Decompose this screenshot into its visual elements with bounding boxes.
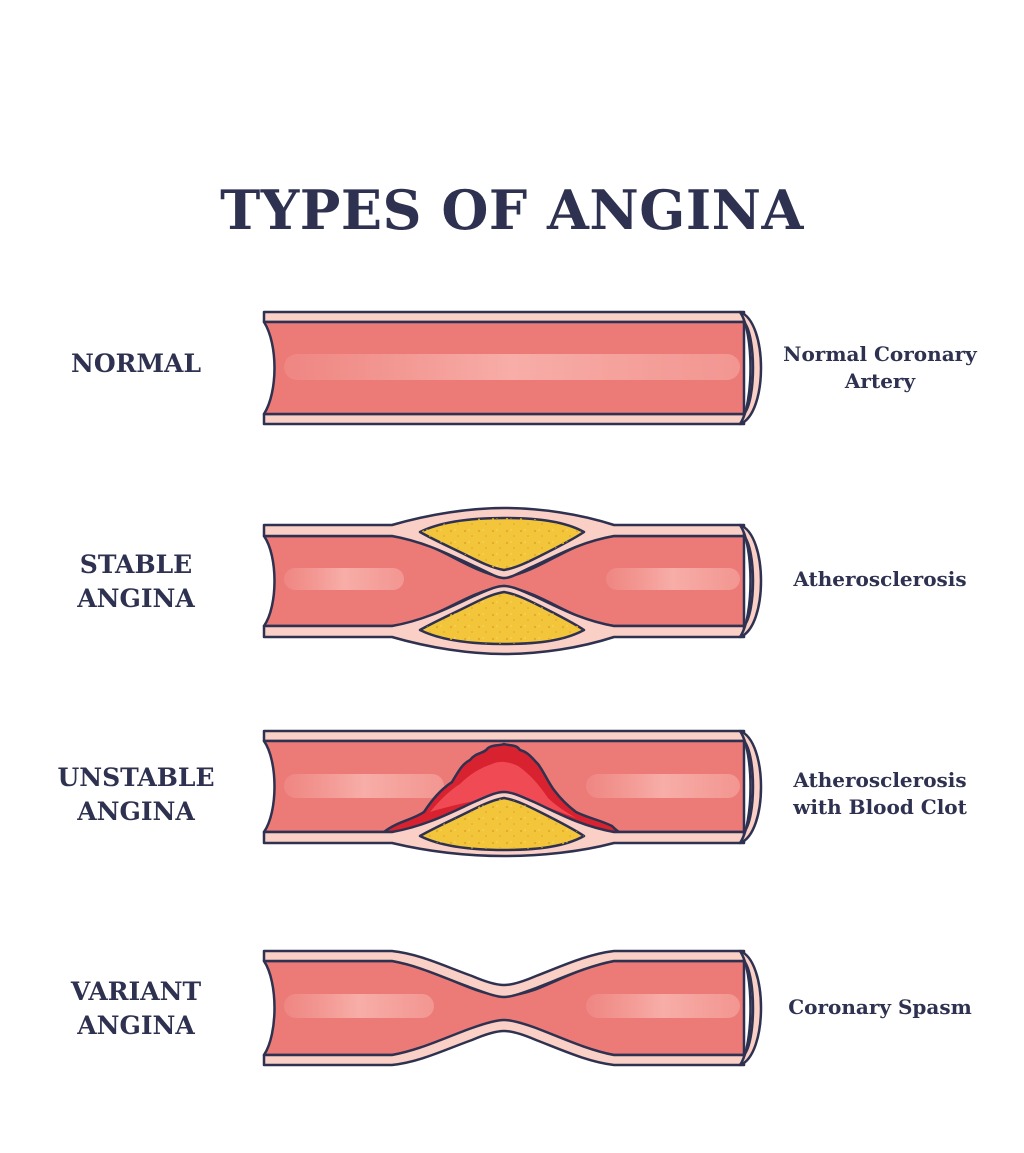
artery-stable-angina <box>262 506 763 656</box>
vessel-end-cap <box>738 949 763 1067</box>
lumen-highlight <box>284 354 740 380</box>
description-atherosclerosis-blood-clot: Atherosclerosis with Blood Clot <box>793 768 967 819</box>
lumen-highlight <box>586 994 740 1018</box>
lumen-highlight <box>606 568 740 590</box>
diagram-title: TYPES OF ANGINA <box>220 178 804 242</box>
artery-unstable-angina <box>262 729 763 858</box>
vessel-end-cap <box>738 310 763 426</box>
lumen-highlight <box>586 774 740 798</box>
label-stable-angina: STABLE ANGINA <box>77 550 195 613</box>
lumen-highlight <box>284 774 444 798</box>
artery-variant-angina <box>262 949 763 1067</box>
description-coronary-spasm: Coronary Spasm <box>788 995 972 1019</box>
vessel-wall-bottom <box>262 412 746 426</box>
vessel-wall-top <box>262 310 746 324</box>
label-variant-angina: VARIANT ANGINA <box>70 977 202 1040</box>
description-normal-coronary-artery: Normal Coronary Artery <box>783 342 977 393</box>
vessel-end-cap <box>738 729 763 845</box>
vessel-wall-top <box>262 729 746 743</box>
lumen-highlight <box>284 994 434 1018</box>
label-unstable-angina: UNSTABLE ANGINA <box>57 763 215 826</box>
vessel-wall-bottom <box>262 1018 746 1067</box>
artery-normal <box>262 310 763 426</box>
label-normal: NORMAL <box>70 349 202 378</box>
lumen-highlight <box>284 568 404 590</box>
description-atherosclerosis: Atherosclerosis <box>793 567 967 591</box>
vessel-end-cap <box>738 523 763 639</box>
